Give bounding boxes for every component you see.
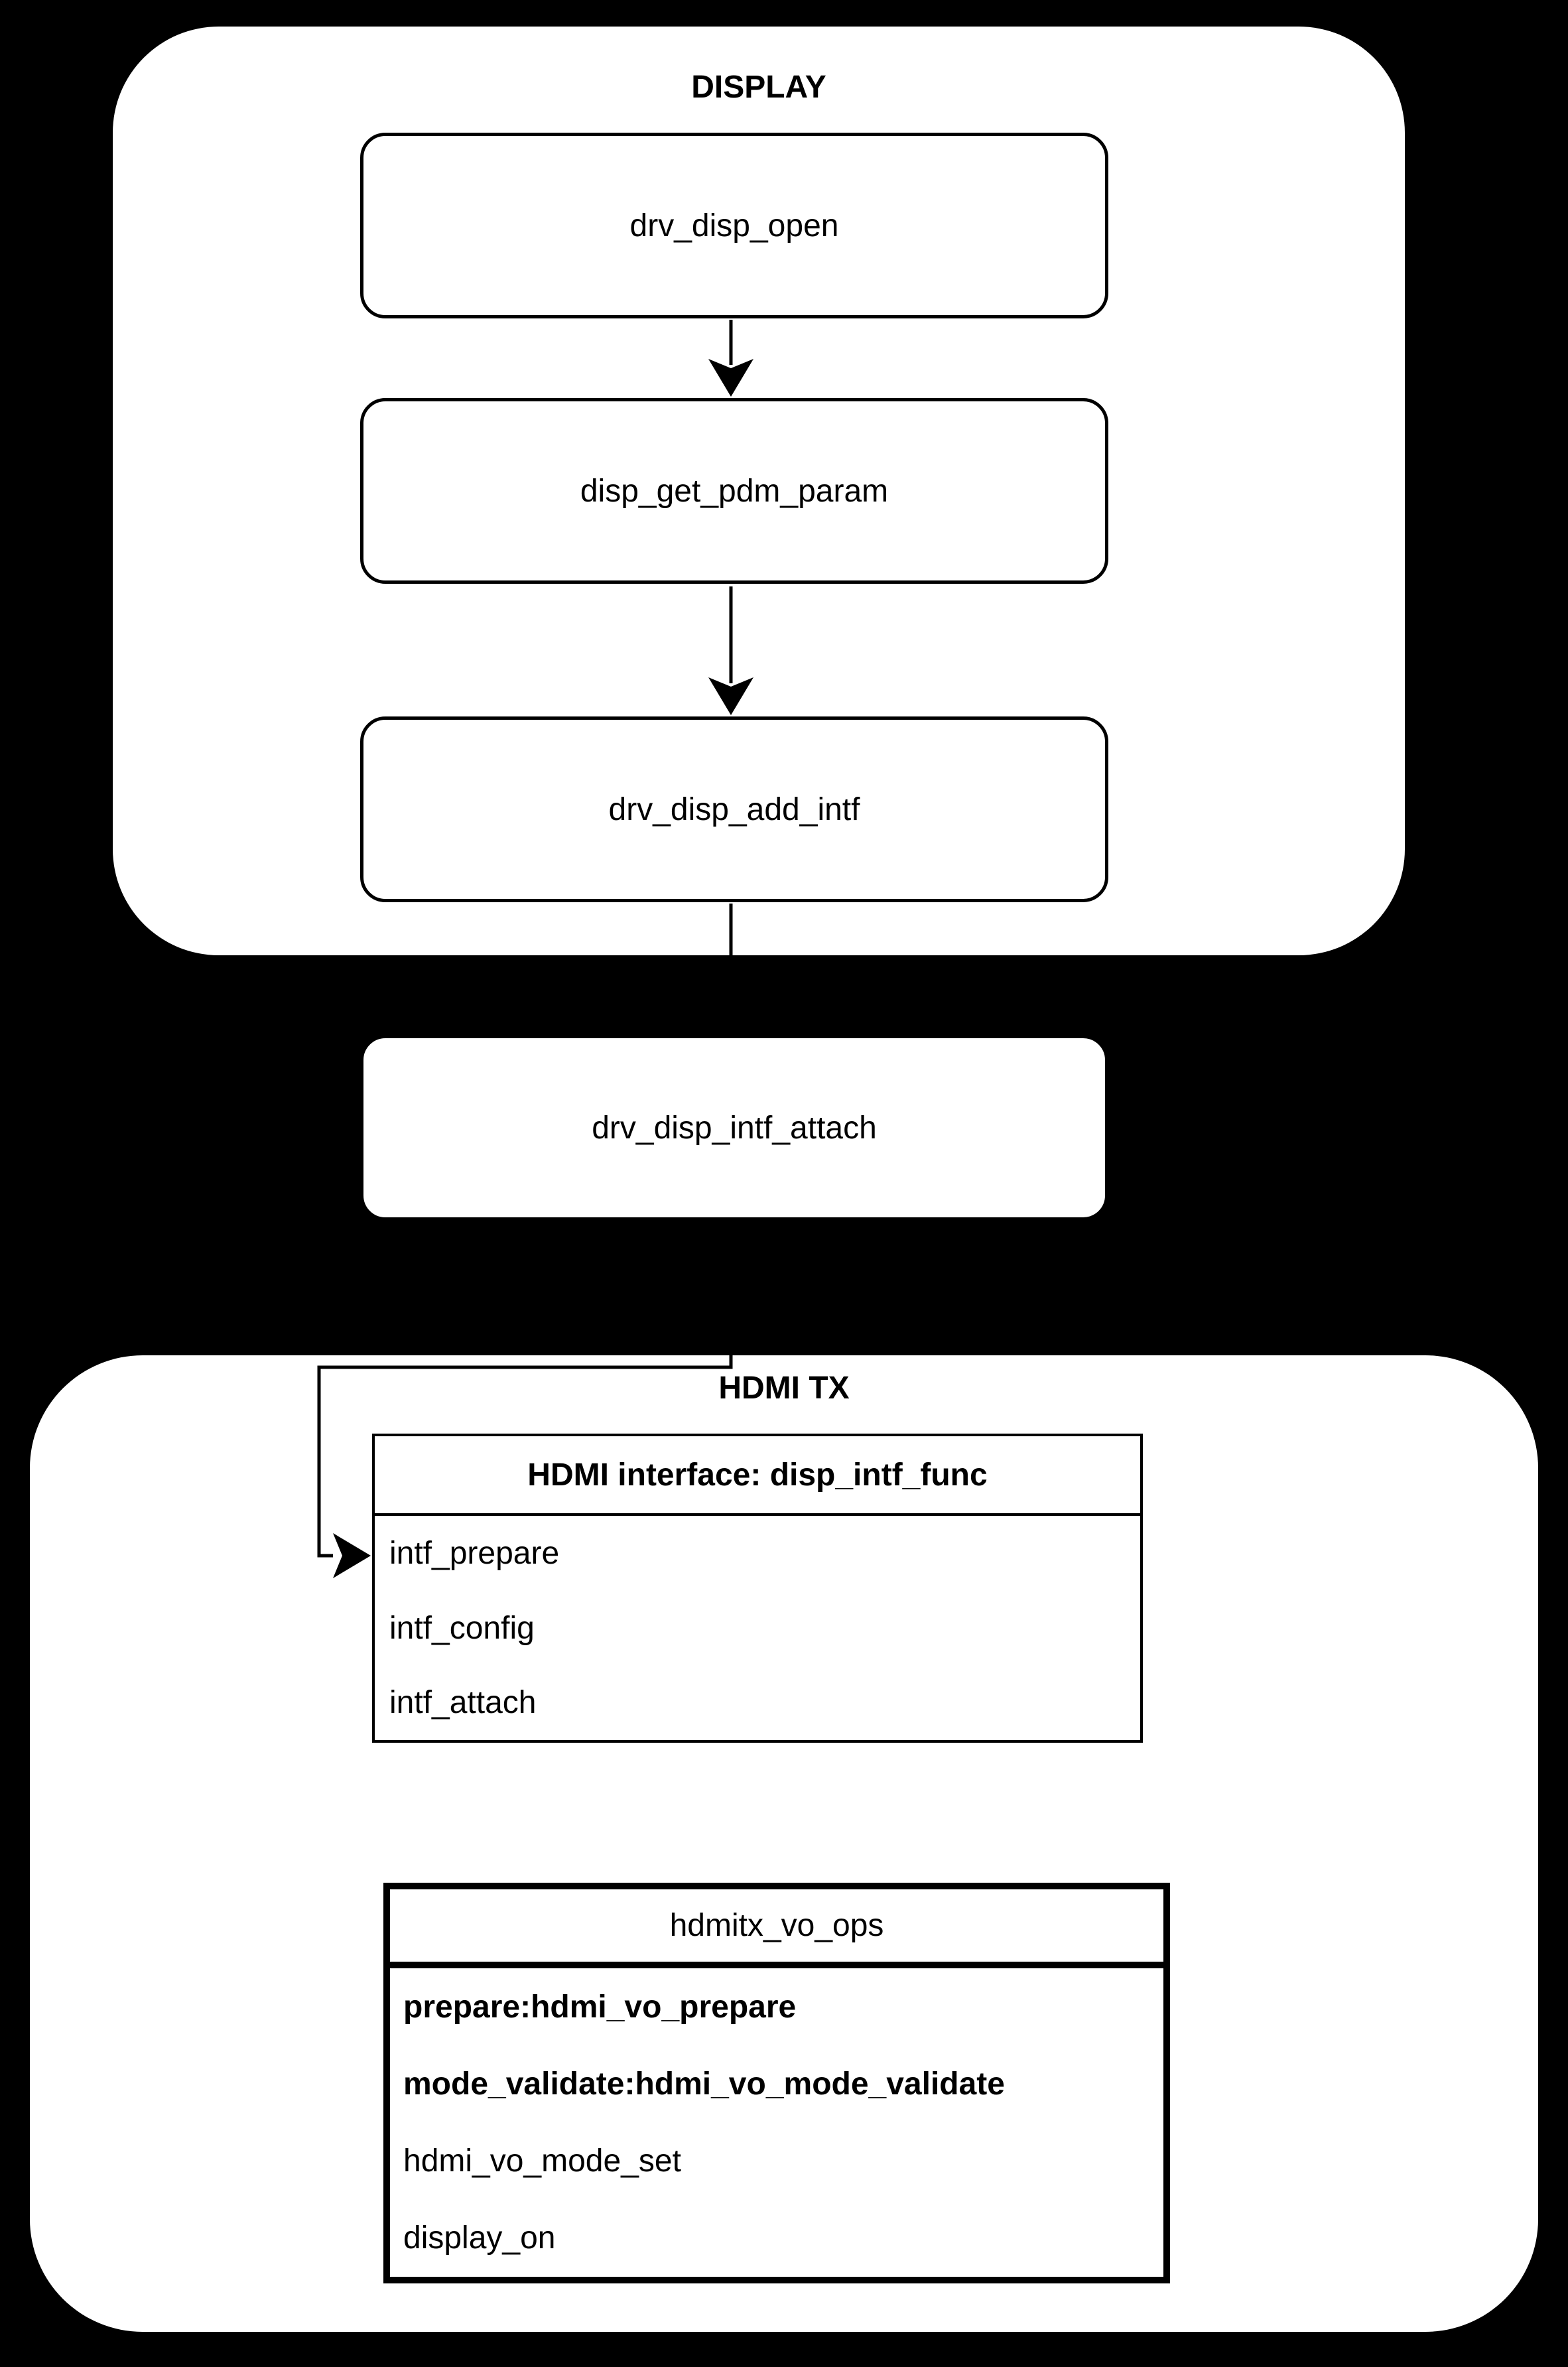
hdmitx-vo-ops-table: hdmitx_vo_ops prepare:hdmi_vo_prepare mo… bbox=[383, 1883, 1170, 2283]
table-row: prepare:hdmi_vo_prepare bbox=[403, 1989, 797, 2025]
table-row: mode_validate:hdmi_vo_mode_validate bbox=[403, 2066, 1005, 2102]
hdmi-tx-group-title: HDMI TX bbox=[718, 1371, 850, 1406]
node-label: drv_disp_intf_attach bbox=[592, 1110, 877, 1146]
node-disp-get-pdm-param: disp_get_pdm_param bbox=[360, 398, 1108, 584]
node-label: drv_disp_add_intf bbox=[608, 791, 860, 827]
node-drv-disp-open: drv_disp_open bbox=[360, 133, 1108, 318]
display-group-title: DISPLAY bbox=[691, 70, 826, 105]
hdmi-interface-table-header: HDMI interface: disp_intf_func bbox=[375, 1436, 1140, 1516]
table-row: display_on bbox=[403, 2220, 556, 2256]
table-row: hdmi_vo_mode_set bbox=[403, 2143, 681, 2179]
node-label: drv_disp_open bbox=[629, 208, 839, 243]
table-row: intf_attach bbox=[389, 1685, 537, 1721]
table-row: intf_prepare bbox=[389, 1535, 560, 1571]
node-label: disp_get_pdm_param bbox=[580, 473, 889, 509]
node-drv-disp-add-intf: drv_disp_add_intf bbox=[360, 716, 1108, 902]
node-drv-disp-intf-attach: drv_disp_intf_attach bbox=[360, 1035, 1108, 1221]
hdmitx-vo-ops-table-header: hdmitx_vo_ops bbox=[390, 1889, 1163, 1968]
table-row: intf_config bbox=[389, 1610, 535, 1646]
display-group-container: DISPLAY drv_disp_open disp_get_pdm_param… bbox=[113, 27, 1405, 955]
hdmi-interface-table: HDMI interface: disp_intf_func intf_prep… bbox=[372, 1434, 1143, 1743]
hdmi-tx-group-container: HDMI TX HDMI interface: disp_intf_func i… bbox=[30, 1355, 1538, 2332]
